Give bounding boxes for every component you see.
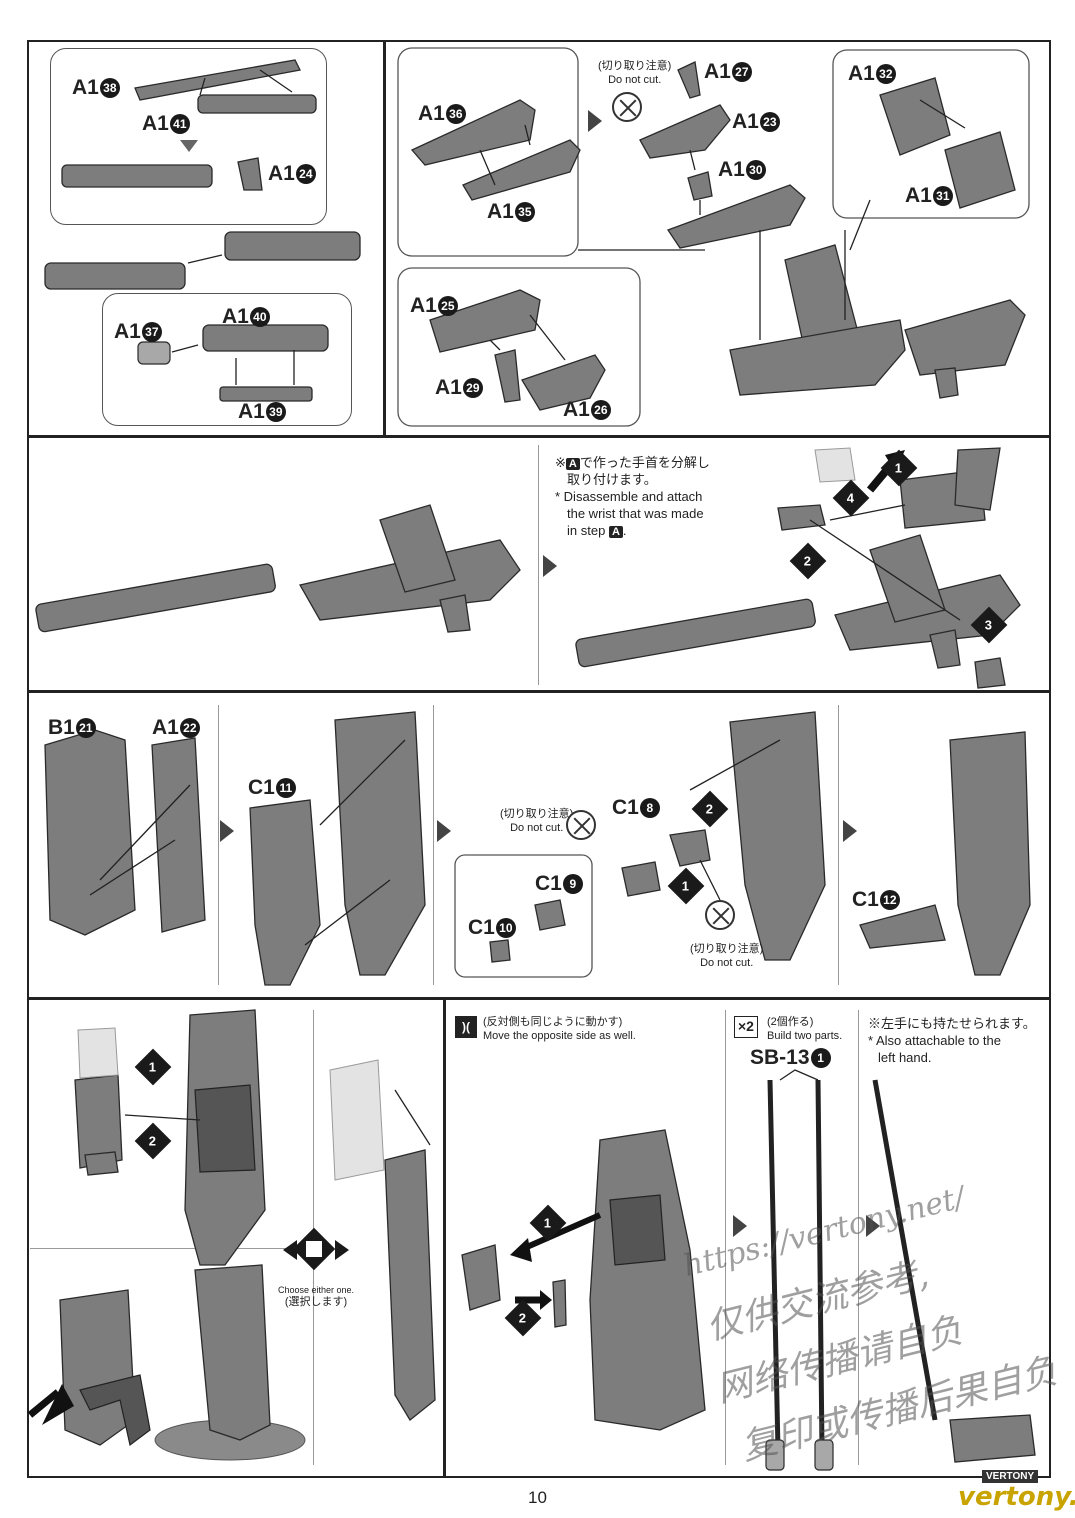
flow-arrow-icon (543, 555, 557, 577)
opposite-side-icon: )( (455, 1016, 477, 1038)
thin-divider (538, 445, 539, 685)
vertony-logo: VERTONY vertony.net (958, 1470, 1075, 1512)
no-cut-icon (612, 92, 642, 122)
opposite-note: (反対側も同じように動かす) Move the opposite side as… (483, 1016, 636, 1042)
col-divider-row4 (443, 997, 446, 1478)
flow-arrow-icon (437, 820, 451, 842)
build-note: (2個作る) Build two parts. (767, 1016, 843, 1042)
left-hand-note: ※左手にも持たせられます。 * Also attachable to the l… (868, 1016, 1036, 1065)
thin-divider (858, 1010, 859, 1465)
thin-divider (218, 705, 219, 985)
detail-bubble-barrel (50, 48, 327, 225)
multiplier-badge: ×2 (734, 1016, 758, 1038)
choose-note: Choose either one. (選択します) (278, 1285, 355, 1309)
step-badge: A (608, 525, 623, 538)
choose-either-icon (283, 1222, 349, 1278)
flow-arrow-icon (866, 1215, 880, 1237)
page-frame (27, 40, 1051, 1478)
thin-divider (433, 705, 434, 985)
down-arrow-icon (185, 135, 205, 145)
page-number: 10 (528, 1488, 547, 1507)
row-divider-3 (27, 997, 1051, 1000)
row-divider-2 (27, 690, 1051, 693)
flow-arrow-icon (220, 820, 234, 842)
detail-bubble-lower (102, 293, 352, 426)
flow-arrow-icon (733, 1215, 747, 1237)
flow-arrow-icon (843, 820, 857, 842)
thin-divider (838, 705, 839, 985)
thin-divider (725, 1010, 726, 1465)
no-cut-icon (566, 810, 596, 840)
caution-note: (切り取り注意) Do not cut. (598, 60, 672, 86)
col-divider-row1 (383, 40, 386, 437)
caution-note: (切り取り注意) Do not cut. (690, 943, 764, 969)
no-cut-icon (705, 900, 735, 930)
flow-arrow-icon (588, 110, 602, 132)
caution-note: (切り取り注意) Do not cut. (500, 808, 574, 834)
row-divider-1 (27, 435, 1051, 438)
step-badge: A (565, 458, 580, 470)
thin-divider (30, 1248, 300, 1249)
